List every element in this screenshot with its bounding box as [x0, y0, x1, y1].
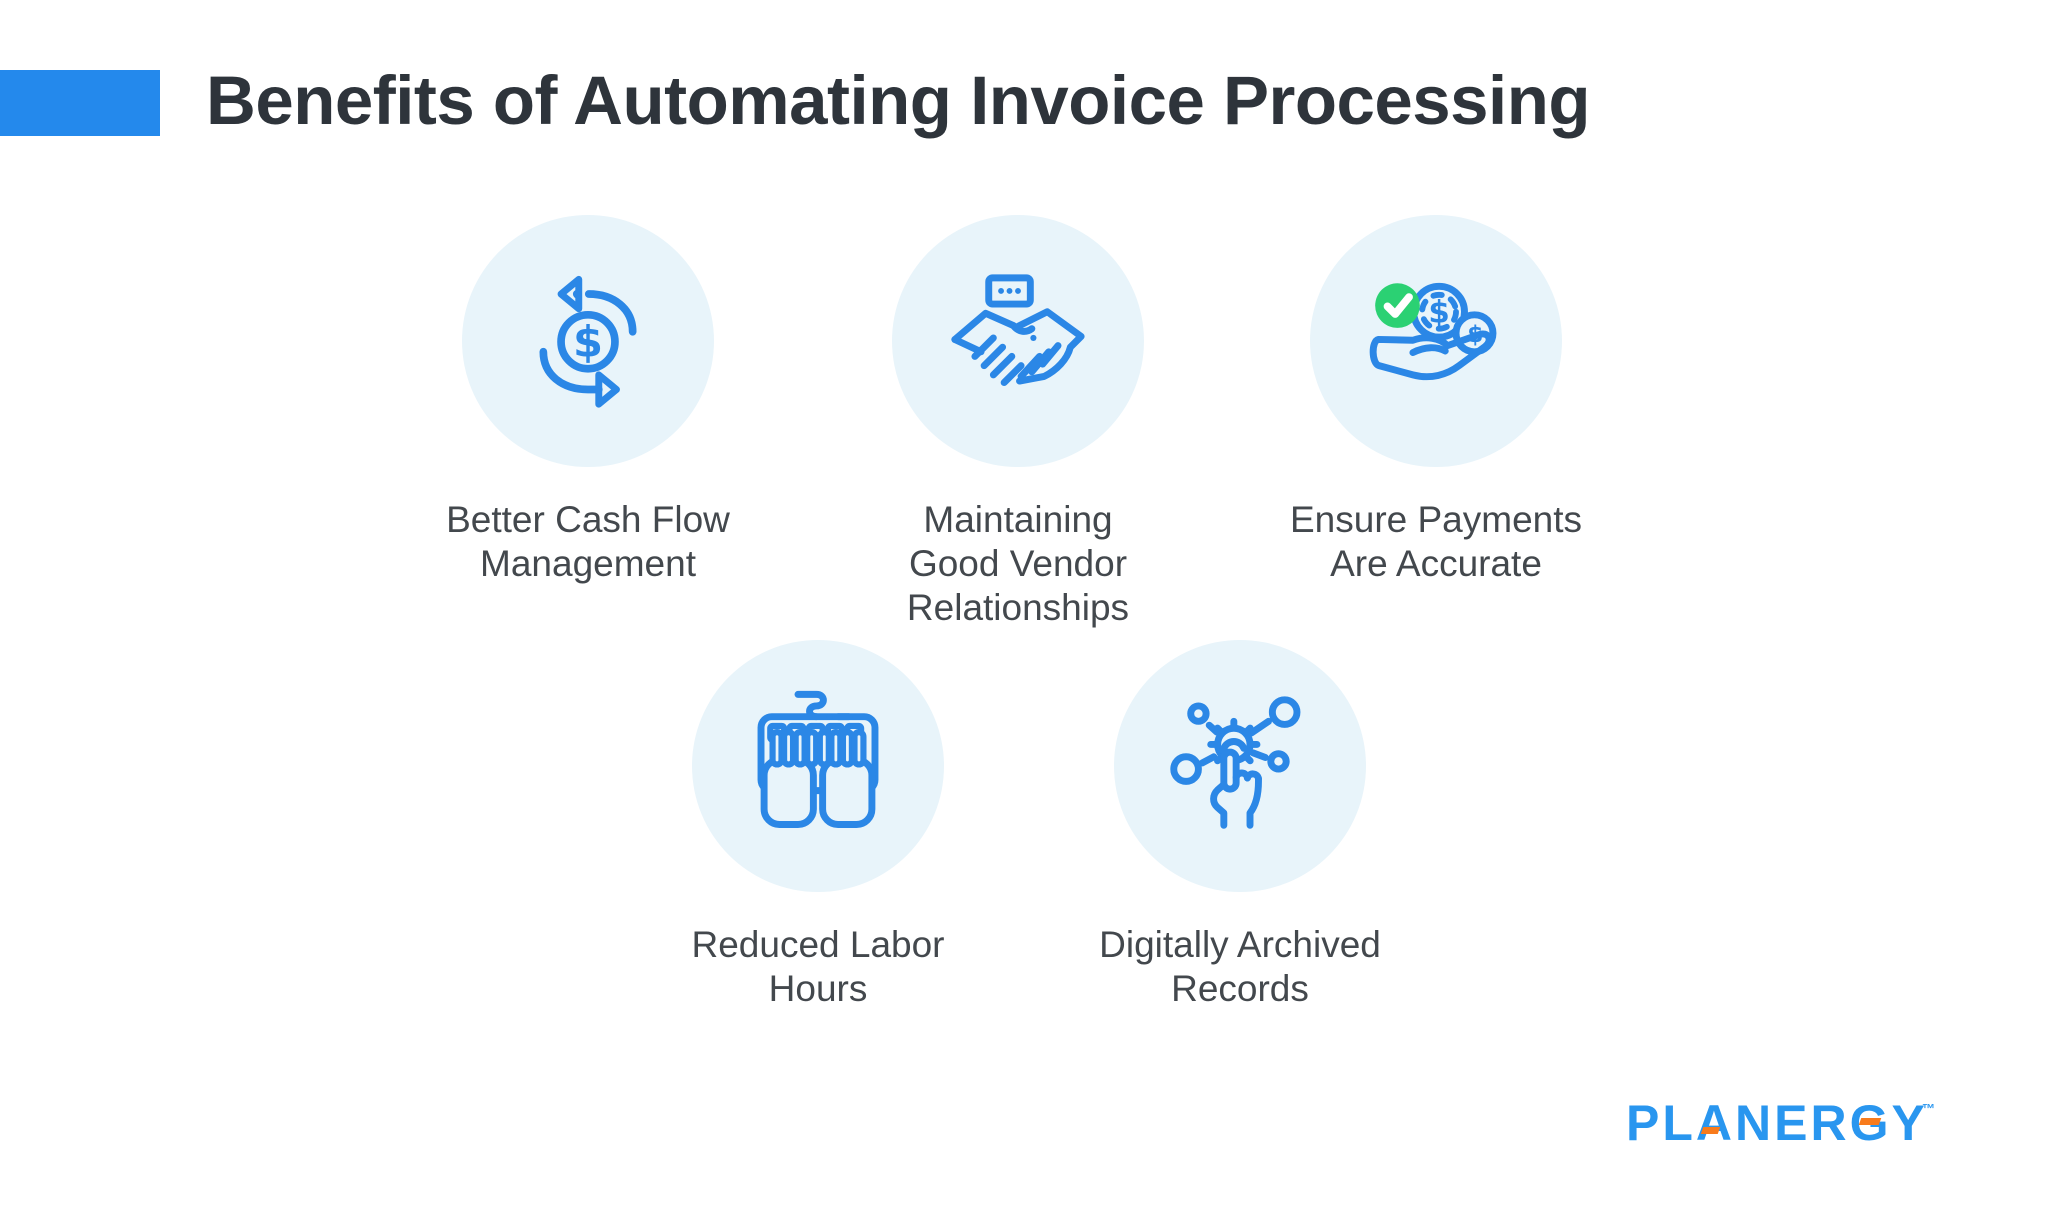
benefit-digital-records: Digitally Archived Records — [1030, 640, 1450, 1011]
handshake-icon — [951, 274, 1085, 387]
benefit-label: Ensure Payments Are Accurate — [1289, 499, 1583, 584]
icon-circle — [692, 640, 944, 892]
digital-records-icon — [1170, 696, 1301, 829]
icon-circle — [1114, 640, 1366, 892]
benefit-accurate-payments: $ $ Ensure Payments Are Accurate — [1226, 215, 1646, 586]
icon-circle — [892, 215, 1144, 467]
logo-g-accent — [1858, 1118, 1882, 1125]
logo-a-accent — [1700, 1127, 1721, 1134]
benefit-label: Better Cash Flow Management — [446, 499, 730, 584]
payment-accuracy-icon: $ $ — [1369, 282, 1497, 381]
trademark-symbol: ™ — [1922, 1101, 1935, 1116]
check-icon — [1383, 293, 1413, 318]
title-accent-bar — [0, 70, 160, 136]
benefit-label: Reduced Labor Hours — [691, 924, 945, 1009]
icon-circle: $ — [462, 215, 714, 467]
benefit-reduced-labor: Reduced Labor Hours — [608, 640, 1028, 1011]
cash-cycle-icon: $ — [539, 275, 637, 408]
benefit-label: Digitally Archived Records — [1099, 924, 1381, 1009]
icon-circle: $ $ — [1310, 215, 1562, 467]
dollar-glyph: $ — [1428, 295, 1449, 331]
logo-wordmark: PLANERGY — [1626, 1095, 1928, 1151]
planergy-logo: PLANERGY ™ — [1626, 1097, 1956, 1161]
dollar-glyph: $ — [573, 317, 603, 367]
benefit-label: Maintaining Good Vendor Relationships — [906, 499, 1130, 628]
benefit-cash-flow: $ Better Cash Flow Management — [378, 215, 798, 586]
benefit-vendor-relationships: Maintaining Good Vendor Relationships — [808, 215, 1228, 630]
keyboard-hands-icon — [757, 690, 879, 828]
page-title: Benefits of Automating Invoice Processin… — [206, 62, 1591, 139]
